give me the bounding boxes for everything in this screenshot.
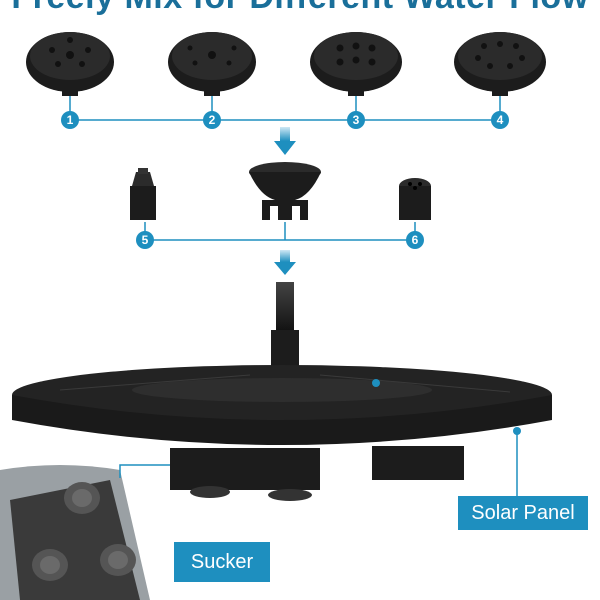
nozzle-5 xyxy=(130,168,156,220)
bottom-housing xyxy=(170,446,464,501)
nozzle-4 xyxy=(454,32,546,96)
nozzle-1 xyxy=(26,32,114,96)
nozzle-2 xyxy=(168,32,256,96)
nozzle-6 xyxy=(399,178,431,220)
nozzle-3 xyxy=(310,32,402,96)
sucker-label: Sucker xyxy=(174,542,270,582)
nozzle-number-6: 6 xyxy=(406,231,424,249)
suction-adapter xyxy=(249,162,321,220)
solar-panel-label: Solar Panel xyxy=(458,496,588,530)
page-title: Freely Mix for Different Water Flow xyxy=(0,0,600,17)
nozzle-number-5: 5 xyxy=(136,231,154,249)
sucker-inset xyxy=(0,465,150,600)
down-arrow-icon xyxy=(274,127,296,155)
solar-panel-disk xyxy=(12,365,552,445)
nozzle-number-3: 3 xyxy=(347,111,365,129)
down-arrow-icon xyxy=(274,250,296,275)
nozzle-number-2: 2 xyxy=(203,111,221,129)
nozzle-number-1: 1 xyxy=(61,111,79,129)
nozzle-number-4: 4 xyxy=(491,111,509,129)
